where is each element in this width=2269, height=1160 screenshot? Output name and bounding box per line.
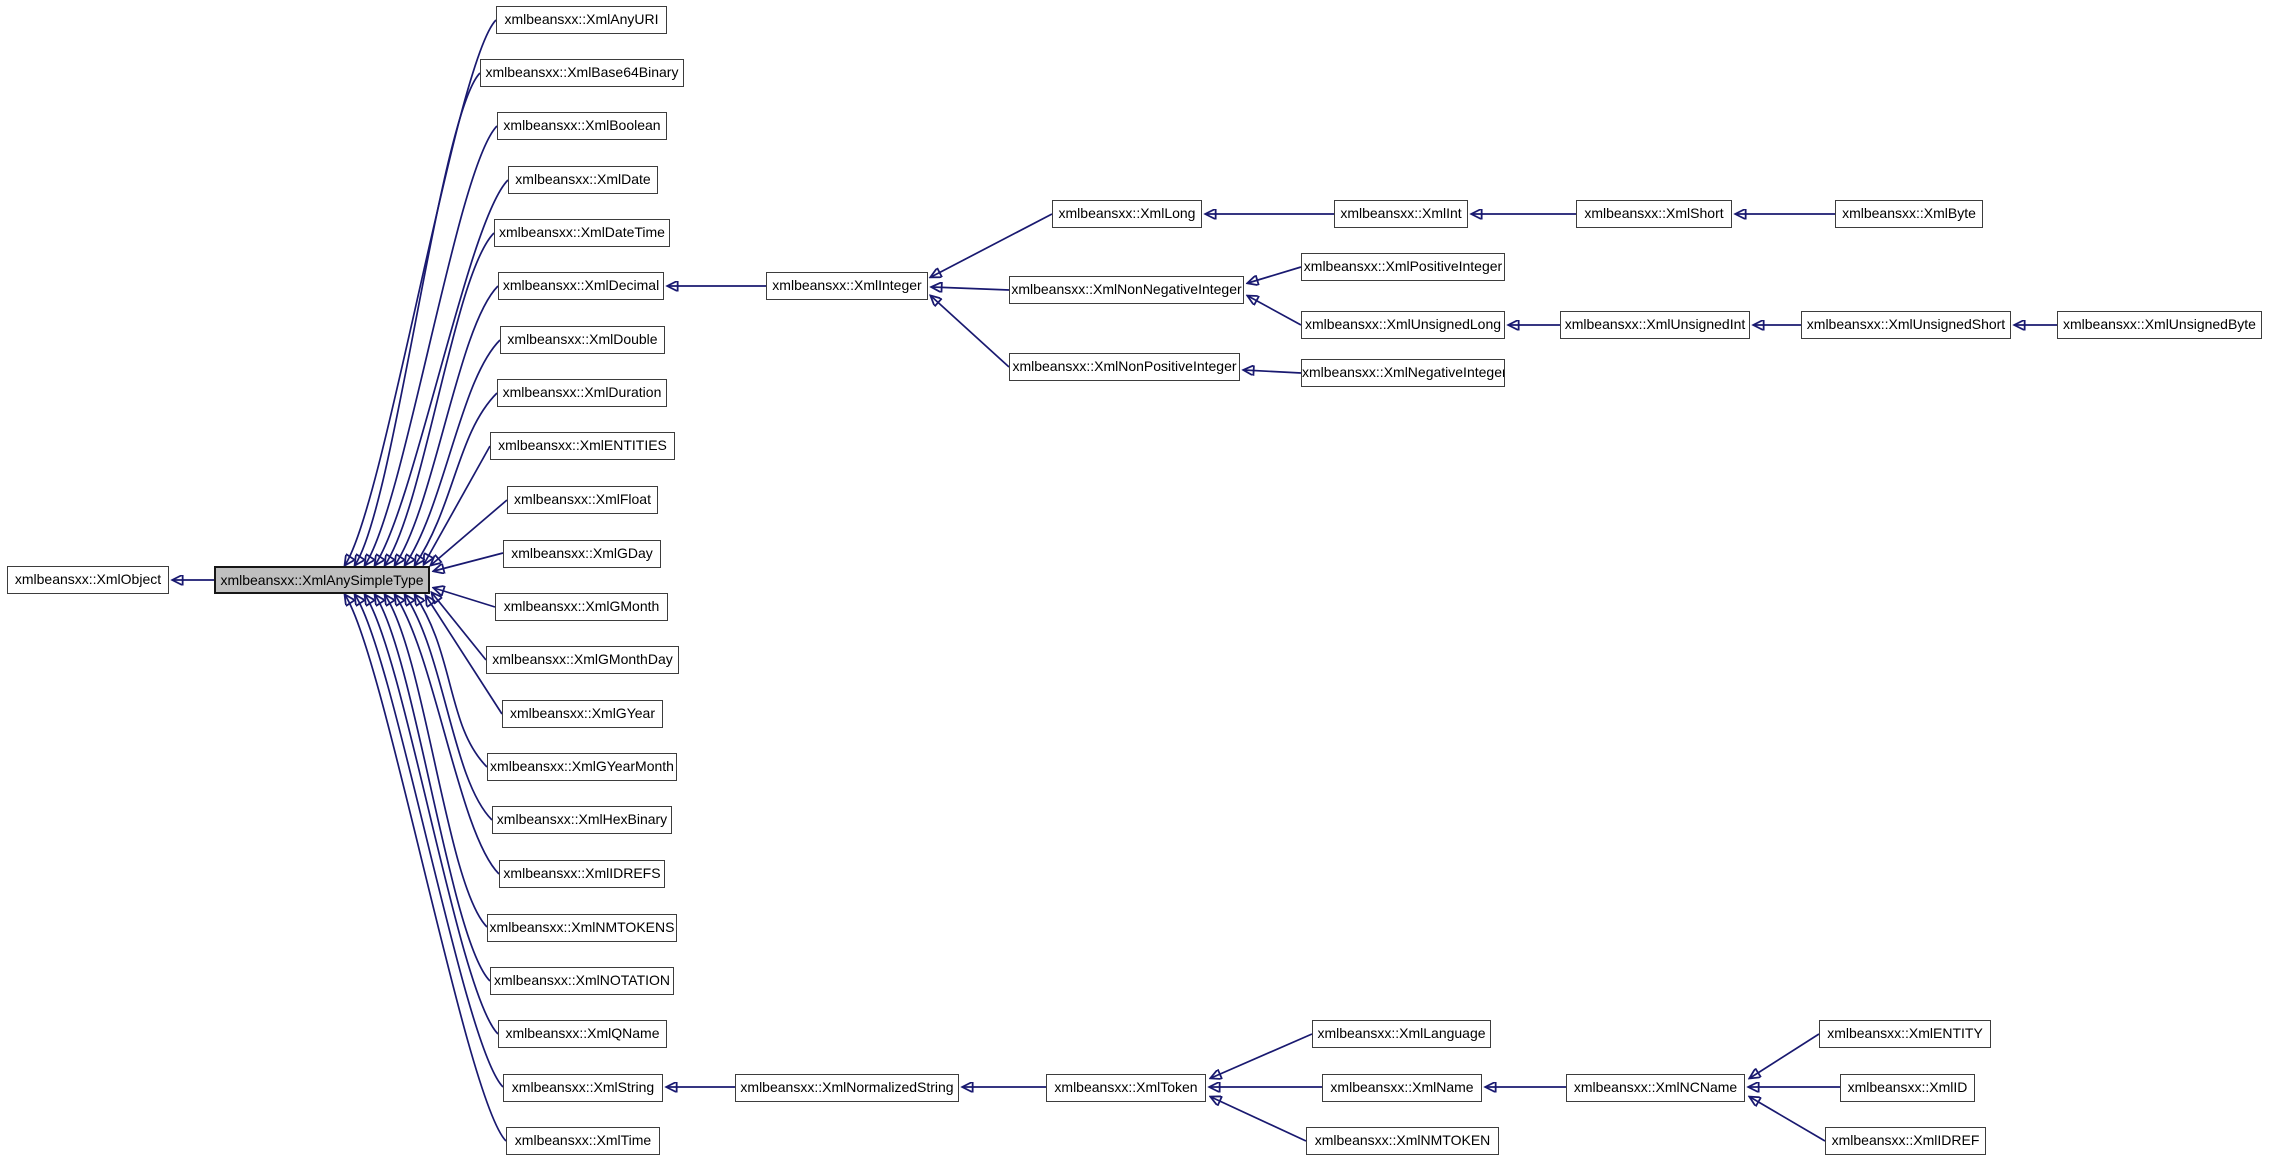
node-xml-string[interactable]: xmlbeansxx::XmlString xyxy=(503,1074,663,1102)
node-xml-ncname[interactable]: xmlbeansxx::XmlNCName xyxy=(1566,1074,1745,1102)
node-xml-any-uri[interactable]: xmlbeansxx::XmlAnyURI xyxy=(496,6,667,34)
edge-xml-idref-to-xml-ncname xyxy=(1750,1097,1826,1142)
node-xml-duration[interactable]: xmlbeansxx::XmlDuration xyxy=(497,379,667,407)
edge-xml-duration-to-xml-any-simple-type xyxy=(415,392,498,565)
node-xml-entities[interactable]: xmlbeansxx::XmlENTITIES xyxy=(490,432,675,460)
node-xml-qname[interactable]: xmlbeansxx::XmlQName xyxy=(498,1020,667,1048)
edge-xml-gmonth-to-xml-any-simple-type xyxy=(434,588,496,608)
node-xml-int[interactable]: xmlbeansxx::XmlInt xyxy=(1334,200,1468,228)
node-xml-float[interactable]: xmlbeansxx::XmlFloat xyxy=(507,486,658,514)
edge-xml-non-negative-integer-to-xml-integer xyxy=(932,287,1010,290)
node-xml-language[interactable]: xmlbeansxx::XmlLanguage xyxy=(1312,1020,1491,1048)
node-xml-gday[interactable]: xmlbeansxx::XmlGDay xyxy=(503,540,661,568)
edge-xml-hex-binary-to-xml-any-simple-type xyxy=(405,595,493,821)
edge-xml-string-to-xml-any-simple-type xyxy=(355,595,504,1088)
node-xml-entity[interactable]: xmlbeansxx::XmlENTITY xyxy=(1819,1020,1991,1048)
node-xml-hex-binary[interactable]: xmlbeansxx::XmlHexBinary xyxy=(492,806,672,834)
edge-xml-nmtokens-to-xml-any-simple-type xyxy=(385,595,488,928)
node-xml-non-negative-integer[interactable]: xmlbeansxx::XmlNonNegativeInteger xyxy=(1009,276,1244,304)
node-xml-unsigned-short[interactable]: xmlbeansxx::XmlUnsignedShort xyxy=(1801,311,2011,339)
edge-xml-decimal-to-xml-any-simple-type xyxy=(395,285,499,565)
edge-xml-gday-to-xml-any-simple-type xyxy=(434,552,504,571)
node-xml-base64-binary[interactable]: xmlbeansxx::XmlBase64Binary xyxy=(480,59,684,87)
node-xml-unsigned-byte[interactable]: xmlbeansxx::XmlUnsignedByte xyxy=(2057,311,2262,339)
edge-xml-gmonth-day-to-xml-any-simple-type xyxy=(432,593,487,661)
edge-xml-entities-to-xml-any-simple-type xyxy=(424,445,491,564)
node-xml-any-simple-type: xmlbeansxx::XmlAnySimpleType xyxy=(214,566,430,594)
node-xml-notation[interactable]: xmlbeansxx::XmlNOTATION xyxy=(490,967,674,995)
node-xml-gmonth-day[interactable]: xmlbeansxx::XmlGMonthDay xyxy=(486,646,679,674)
node-xml-date[interactable]: xmlbeansxx::XmlDate xyxy=(508,166,658,194)
edge-xml-qname-to-xml-any-simple-type xyxy=(365,595,499,1035)
node-xml-time[interactable]: xmlbeansxx::XmlTime xyxy=(506,1127,660,1155)
node-xml-unsigned-int[interactable]: xmlbeansxx::XmlUnsignedInt xyxy=(1560,311,1750,339)
edge-xml-date-time-to-xml-any-simple-type xyxy=(385,232,495,565)
node-xml-short[interactable]: xmlbeansxx::XmlShort xyxy=(1576,200,1732,228)
node-xml-token[interactable]: xmlbeansxx::XmlToken xyxy=(1046,1074,1206,1102)
node-xml-normalized-string[interactable]: xmlbeansxx::XmlNormalizedString xyxy=(735,1074,959,1102)
edge-xml-notation-to-xml-any-simple-type xyxy=(375,595,491,982)
edge-xml-language-to-xml-token xyxy=(1211,1033,1313,1078)
node-xml-gyear[interactable]: xmlbeansxx::XmlGYear xyxy=(502,700,663,728)
node-xml-non-positive-integer[interactable]: xmlbeansxx::XmlNonPositiveInteger xyxy=(1009,353,1240,381)
edge-xml-gyear-to-xml-any-simple-type xyxy=(426,596,503,715)
node-xml-idref[interactable]: xmlbeansxx::XmlIDREF xyxy=(1825,1127,1986,1155)
node-xml-idrefs[interactable]: xmlbeansxx::XmlIDREFS xyxy=(499,860,665,888)
edge-xml-non-positive-integer-to-xml-integer xyxy=(931,296,1010,368)
edge-xml-base64-binary-to-xml-any-simple-type xyxy=(355,72,481,565)
edge-xml-boolean-to-xml-any-simple-type xyxy=(365,125,498,565)
edge-xml-double-to-xml-any-simple-type xyxy=(405,339,501,565)
edge-xml-date-to-xml-any-simple-type xyxy=(375,179,509,565)
edge-xml-entity-to-xml-ncname xyxy=(1750,1033,1820,1078)
edge-xml-idrefs-to-xml-any-simple-type xyxy=(395,595,500,875)
node-xml-positive-integer[interactable]: xmlbeansxx::XmlPositiveInteger xyxy=(1301,253,1505,281)
edge-xml-gyear-month-to-xml-any-simple-type xyxy=(415,595,488,768)
edge-xml-float-to-xml-any-simple-type xyxy=(431,499,508,565)
node-xml-decimal[interactable]: xmlbeansxx::XmlDecimal xyxy=(498,272,664,300)
edge-xml-negative-integer-to-xml-non-positive-integer xyxy=(1244,370,1302,373)
node-xml-date-time[interactable]: xmlbeansxx::XmlDateTime xyxy=(494,219,670,247)
node-xml-name[interactable]: xmlbeansxx::XmlName xyxy=(1322,1074,1482,1102)
node-xml-id[interactable]: xmlbeansxx::XmlID xyxy=(1840,1074,1975,1102)
node-xml-long[interactable]: xmlbeansxx::XmlLong xyxy=(1052,200,1202,228)
node-xml-boolean[interactable]: xmlbeansxx::XmlBoolean xyxy=(497,112,667,140)
edge-xml-long-to-xml-integer xyxy=(931,213,1053,277)
edge-xml-nmtoken-to-xml-token xyxy=(1211,1097,1307,1142)
node-xml-object[interactable]: xmlbeansxx::XmlObject xyxy=(7,566,169,594)
edge-xml-any-uri-to-xml-any-simple-type xyxy=(345,19,497,565)
node-xml-nmtokens[interactable]: xmlbeansxx::XmlNMTOKENS xyxy=(487,914,677,942)
node-xml-nmtoken[interactable]: xmlbeansxx::XmlNMTOKEN xyxy=(1306,1127,1499,1155)
node-xml-gyear-month[interactable]: xmlbeansxx::XmlGYearMonth xyxy=(487,753,677,781)
edge-xml-positive-integer-to-xml-non-negative-integer xyxy=(1248,266,1302,283)
node-xml-integer[interactable]: xmlbeansxx::XmlInteger xyxy=(766,272,928,300)
node-xml-unsigned-long[interactable]: xmlbeansxx::XmlUnsignedLong xyxy=(1301,311,1505,339)
edge-xml-unsigned-long-to-xml-non-negative-integer xyxy=(1248,296,1302,326)
node-xml-gmonth[interactable]: xmlbeansxx::XmlGMonth xyxy=(495,593,668,621)
node-xml-negative-integer[interactable]: xmlbeansxx::XmlNegativeInteger xyxy=(1301,359,1505,387)
node-xml-byte[interactable]: xmlbeansxx::XmlByte xyxy=(1835,200,1983,228)
node-xml-double[interactable]: xmlbeansxx::XmlDouble xyxy=(500,326,665,354)
edge-xml-time-to-xml-any-simple-type xyxy=(345,595,507,1142)
